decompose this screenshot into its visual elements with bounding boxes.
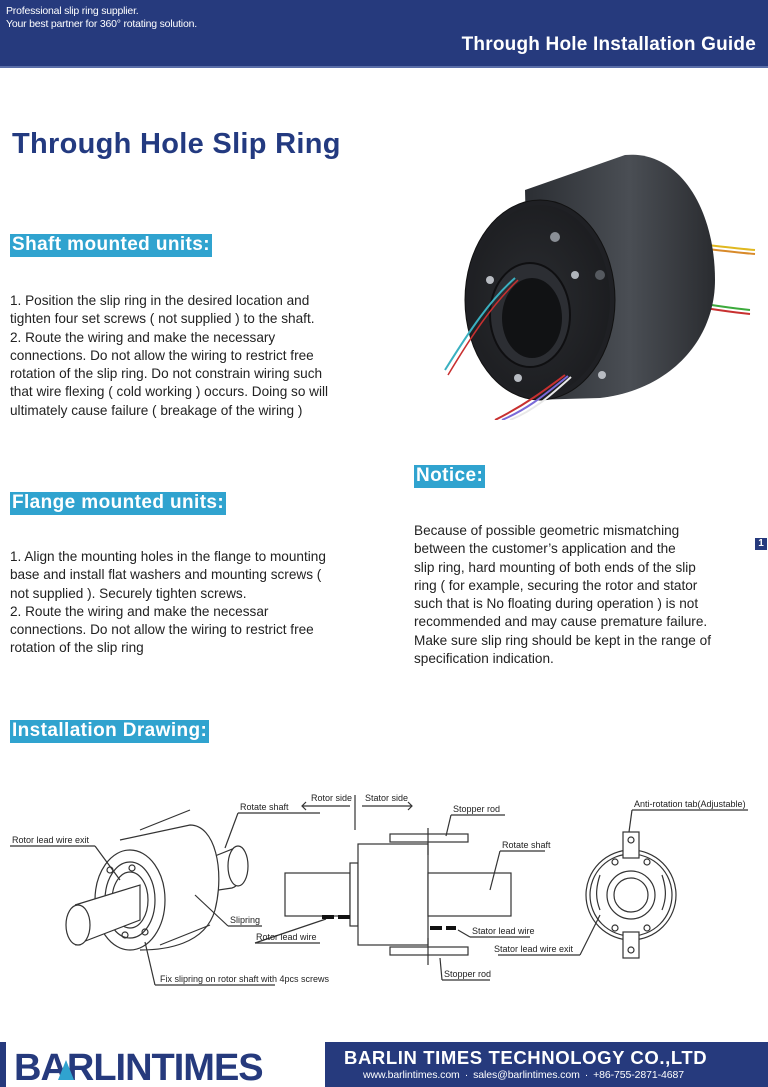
shaft-mounted-instructions: 1. Position the slip ring in the desired… bbox=[10, 292, 400, 420]
text-line: 1. Position the slip ring in the desired… bbox=[10, 293, 310, 308]
text-line: not supplied ). Securely tighten screws. bbox=[10, 585, 247, 601]
flange-mounted-heading: Flange mounted units: bbox=[10, 492, 227, 515]
text-line: connections. Do not allow the wiring to … bbox=[10, 347, 314, 363]
label-rotate-shaft-right: Rotate shaft bbox=[502, 840, 551, 850]
text-line: Because of possible geometric mismatchin… bbox=[414, 523, 680, 538]
slip-ring-product-photo bbox=[444, 154, 756, 420]
text-line: connections. Do not allow the wiring to … bbox=[10, 622, 314, 638]
text-line: ring ( for example, securing the rotor a… bbox=[414, 577, 698, 593]
company-name: BARLIN TIMES TECHNOLOGY CO.,LTD bbox=[344, 1047, 708, 1068]
label-anti-rotation-tab: Anti-rotation tab(Adjustable) bbox=[634, 799, 746, 809]
text-line: ultimately cause failure ( breakage of t… bbox=[10, 402, 303, 418]
shaft-mounted-heading: Shaft mounted units: bbox=[10, 234, 212, 257]
text-line: specification indication. bbox=[414, 651, 554, 667]
text-line: base and install flat washers and mounti… bbox=[10, 567, 322, 583]
notice-text: Because of possible geometric mismatchin… bbox=[414, 522, 764, 668]
text-line: tighten four set screws ( not supplied )… bbox=[10, 311, 315, 327]
label-rotor-lead-wire-exit: Rotor lead wire exit bbox=[12, 835, 90, 845]
notice-heading: Notice: bbox=[414, 465, 486, 488]
page-footer: BARLINTIMES BARLIN TIMES TECHNOLOGY CO.,… bbox=[0, 1040, 768, 1087]
text-line: rotation of the slip ring. Do not constr… bbox=[10, 366, 323, 382]
label-fix-slipring: Fix slipring on rotor shaft with 4pcs sc… bbox=[160, 974, 330, 984]
text-line: such that is No floating during operatio… bbox=[414, 596, 699, 612]
text-line: slip ring, hard mounting of both ends of… bbox=[414, 559, 696, 575]
label-rotate-shaft-left: Rotate shaft bbox=[240, 802, 289, 812]
separator: · bbox=[584, 1069, 589, 1081]
company-info-bar: BARLIN TIMES TECHNOLOGY CO.,LTD www.barl… bbox=[325, 1042, 768, 1087]
contact-line: www.barlintimes.com · sales@barlintimes.co… bbox=[363, 1069, 684, 1081]
tagline: Professional slip ring supplier. Your be… bbox=[6, 5, 197, 31]
text-line: 2. Route the wiring and make the necessa… bbox=[10, 329, 276, 345]
logo-accent-triangle bbox=[58, 1060, 74, 1080]
barlintimes-logo: BARLINTIMES bbox=[14, 1047, 264, 1086]
text-line: 2. Route the wiring and make the necessa… bbox=[10, 603, 269, 619]
page-number: 1 bbox=[755, 538, 767, 550]
email-link[interactable]: sales@barlintimes.com bbox=[473, 1069, 580, 1081]
page-header: Professional slip ring supplier. Your be… bbox=[0, 0, 768, 68]
label-stopper-rod-top: Stopper rod bbox=[453, 804, 500, 814]
installation-drawing-heading: Installation Drawing: bbox=[10, 720, 210, 743]
page-title: Through Hole Slip Ring bbox=[12, 128, 341, 160]
text-line: that wire flexing ( cold working ) occur… bbox=[10, 384, 329, 400]
label-slipring: Slipring bbox=[230, 915, 260, 925]
phone-number: +86-755-2871-4687 bbox=[593, 1069, 684, 1081]
separator: · bbox=[464, 1069, 469, 1081]
website-link[interactable]: www.barlintimes.com bbox=[363, 1069, 460, 1081]
text-line: rotation of the slip ring bbox=[10, 640, 144, 656]
label-rotor-side: Rotor side bbox=[311, 793, 352, 803]
label-stator-side: Stator side bbox=[365, 793, 408, 803]
tagline-line-1: Professional slip ring supplier. bbox=[6, 5, 139, 17]
logo-text: BARLINTIMES bbox=[14, 1047, 263, 1086]
label-stator-lead-wire: Stator lead wire bbox=[472, 926, 535, 936]
tagline-line-2: Your best partner for 360° rotating solu… bbox=[6, 18, 197, 30]
flange-mounted-instructions: 1. Align the mounting holes in the flang… bbox=[10, 548, 400, 658]
label-stopper-rod-bottom: Stopper rod bbox=[444, 969, 491, 979]
footer-accent-bar bbox=[0, 1042, 6, 1087]
text-line: between the customer’s application and t… bbox=[414, 541, 676, 557]
installation-drawing: Rotor lead wire exit Rotate shaft Slipri… bbox=[10, 793, 748, 986]
label-rotor-lead-wire: Rotor lead wire bbox=[256, 932, 317, 942]
header-title: Through Hole Installation Guide bbox=[461, 34, 756, 55]
text-line: 1. Align the mounting holes in the flang… bbox=[10, 549, 326, 564]
text-line: recommended and may cause premature fail… bbox=[414, 614, 708, 630]
label-stator-lead-wire-exit: Stator lead wire exit bbox=[494, 944, 574, 954]
text-line: Make sure slip ring should be kept in th… bbox=[414, 632, 711, 648]
